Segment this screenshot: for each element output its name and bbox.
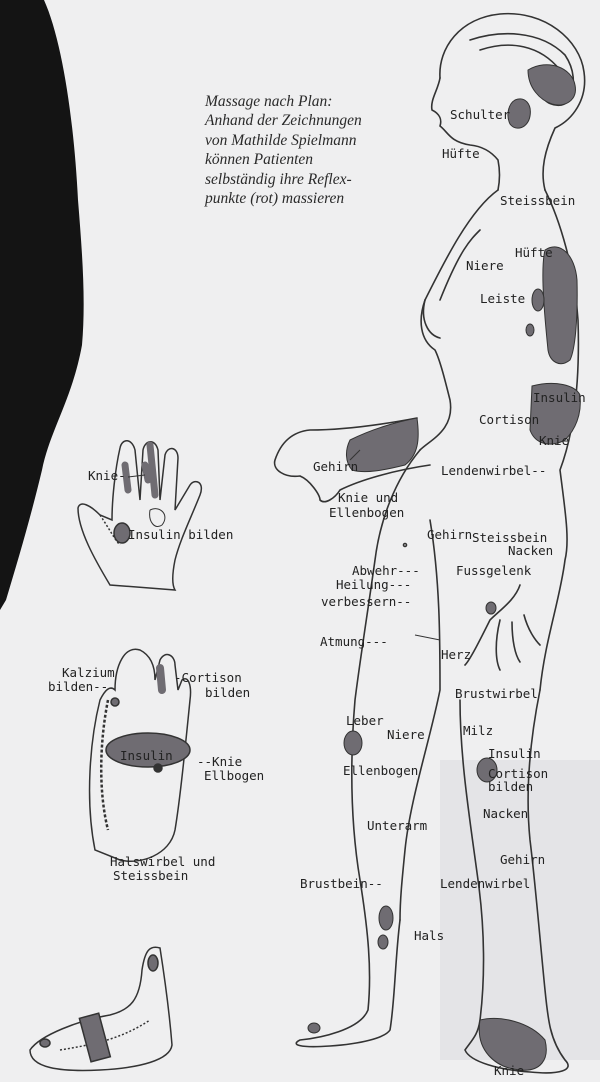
- label-verbessern: verbessern--: [321, 595, 411, 609]
- label-hand-knie: Knie-: [88, 469, 126, 483]
- caption-line: punkte (rot) massieren: [205, 189, 405, 208]
- label-atmung: Atmung---: [320, 635, 388, 649]
- label-leber: Leber: [346, 714, 384, 728]
- caption-line: Anhand der Zeichnungen: [205, 111, 405, 130]
- label-ellenbogen-low: Ellenbogen: [343, 764, 418, 778]
- label-insulin-low: Insulin: [488, 747, 541, 761]
- label-unterarm: Unterarm: [367, 819, 427, 833]
- label-herz: Herz: [441, 648, 471, 662]
- label-cortison-right: Cortison: [479, 413, 539, 427]
- label-foot-kalzium: Kalzium: [62, 666, 115, 680]
- label-steissbein-top: Steissbein: [500, 194, 575, 208]
- zone-shin-2: [378, 935, 388, 949]
- label-gehirn-arm: Gehirn: [313, 460, 358, 474]
- label-gehirn-mid: Gehirn: [427, 528, 472, 542]
- label-knie-und: Knie und: [338, 491, 398, 505]
- label-knie-right: Knie: [539, 434, 569, 448]
- caption-text: Massage nach Plan: Anhand der Zeichnunge…: [205, 92, 405, 208]
- label-gehirn-low: Gehirn: [500, 853, 545, 867]
- label-foot-knie: --Knie: [197, 755, 242, 769]
- label-lendenwirbel-low: Lendenwirbel: [440, 877, 530, 891]
- label-heilung: Heilung---: [336, 578, 411, 592]
- zone-leiste: [532, 289, 544, 311]
- label-brustwirbel-mid: Brustwirbel: [455, 687, 538, 701]
- label-schulter: Schulter: [450, 108, 510, 122]
- label-foot-halswirbel: Halswirbel und: [110, 855, 215, 869]
- zone-liver: [344, 731, 362, 755]
- label-foot-ellbogen: Ellbogen: [204, 769, 264, 783]
- caption-line: von Mathilde Spielmann: [205, 131, 405, 150]
- zone-hand-dot: [486, 602, 496, 614]
- caption-line: können Patienten: [205, 150, 405, 169]
- label-foot-cortison: -Cortison: [174, 671, 242, 685]
- label-foot-kalzium-bilden: bilden--: [48, 680, 108, 694]
- label-insulin-right: Insulin: [533, 391, 586, 405]
- label-leiste: Leiste: [480, 292, 525, 306]
- label-foot-cortison-bilden: bilden: [205, 686, 250, 700]
- label-fussgelenk: Fussgelenk: [456, 564, 531, 578]
- label-cortison-bilden: bilden: [488, 780, 533, 794]
- zone-foot-dot: [308, 1023, 320, 1033]
- zone-knee-dot: [526, 324, 534, 336]
- label-abwehr: Abwehr---: [352, 564, 420, 578]
- caption-line: selbständig ihre Reflex-: [205, 170, 405, 189]
- zone-shin-1: [379, 906, 393, 930]
- zone-back-hip: [543, 247, 577, 364]
- label-ellenbogen: Ellenbogen: [329, 506, 404, 520]
- label-lendenwirbel-mid: Lendenwirbel--: [441, 464, 546, 478]
- label-huefte-head: Hüfte: [442, 147, 480, 161]
- label-foot-steissbein: Steissbein: [113, 869, 188, 883]
- label-hals: Hals: [414, 929, 444, 943]
- label-hand-insulin: Insulin bilden: [128, 528, 233, 542]
- label-nacken-low: Nacken: [483, 807, 528, 821]
- label-nacken-mid: Nacken: [508, 544, 553, 558]
- label-foot-insulin: Insulin: [120, 749, 173, 763]
- background-print-ghost: [440, 760, 600, 1060]
- label-knie-bottom: Knie: [494, 1064, 524, 1078]
- label-huefte-right: Hüfte: [515, 246, 553, 260]
- zone-ear: [508, 99, 530, 128]
- label-niere-top: Niere: [466, 259, 504, 273]
- label-milz: Milz: [463, 724, 493, 738]
- caption-line: Massage nach Plan:: [205, 92, 405, 111]
- label-brustbein: Brustbein--: [300, 877, 383, 891]
- label-niere-low: Niere: [387, 728, 425, 742]
